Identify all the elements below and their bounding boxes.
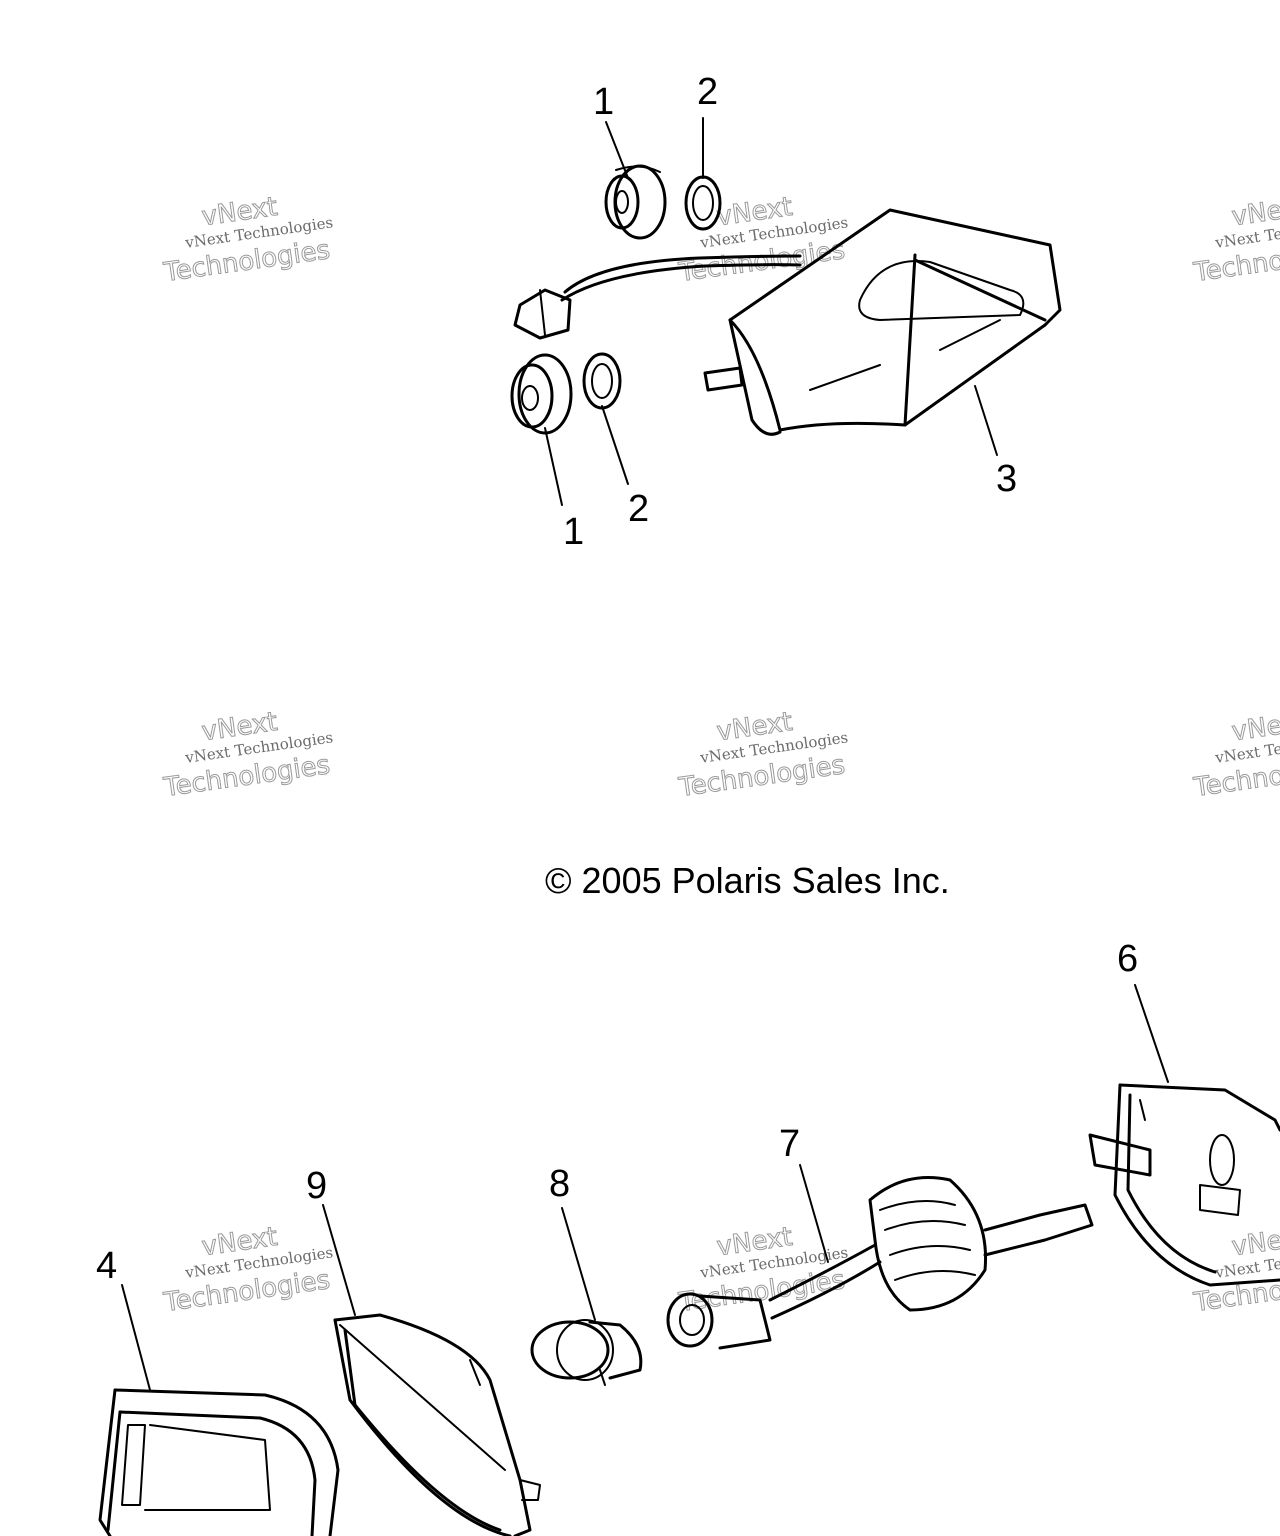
callout-1-upper: 1 [593,81,614,123]
callout-3: 3 [996,458,1017,500]
headlight-bezel [98,1388,340,1536]
watermark: vNext vNext Technologies Technologies [1191,191,1280,288]
leader-lines-top [544,117,998,506]
watermark: vNext vNext Technologies Technologies [676,706,849,803]
callout-8: 8 [549,1163,570,1205]
callout-4: 4 [96,1245,117,1287]
washer-lower [582,352,622,410]
callout-2-lower: 2 [628,488,649,530]
headlight-housing [1088,1083,1280,1287]
watermark: vNext vNext Technologies Technologies [161,1221,334,1318]
headlight-lens [333,1313,541,1536]
headlight-socket-harness [666,1176,1094,1350]
callout-1-lower: 1 [563,511,584,553]
copyright-notice: © 2005 Polaris Sales Inc. [545,860,950,901]
tail-light-assembly [513,208,1062,436]
watermark: vNext vNext Technologies Technologies [676,191,849,288]
callout-7: 7 [779,1123,800,1165]
callout-6: 6 [1117,938,1138,980]
watermark: vNext vNext Technologies Technologies [1191,706,1280,803]
headlight-bulb-ring [530,1319,643,1386]
callout-9: 9 [306,1165,327,1207]
watermark: vNext vNext Technologies Technologies [161,706,334,803]
watermark: vNext vNext Technologies Technologies [161,191,334,288]
grommet-upper [604,164,667,240]
callout-2-upper: 2 [697,71,718,113]
grommet-lower [510,353,573,435]
leader-lines-bottom [121,984,1169,1391]
